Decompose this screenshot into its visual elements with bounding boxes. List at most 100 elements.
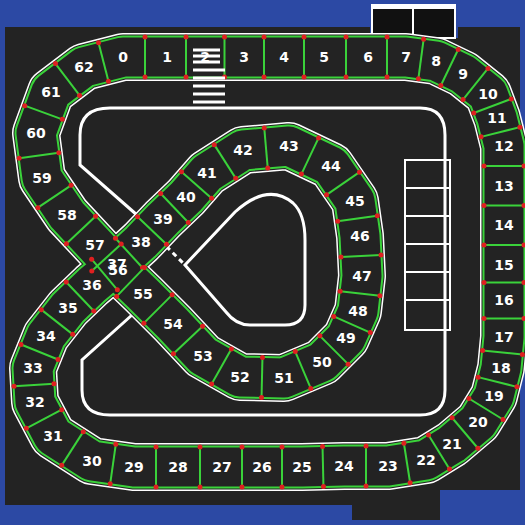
segment-number: 31 bbox=[43, 429, 62, 443]
segment-dot bbox=[212, 142, 217, 147]
segment-number: 46 bbox=[350, 229, 369, 243]
track-edge bbox=[33, 57, 504, 467]
segment-dot bbox=[401, 441, 406, 446]
segment-divider bbox=[481, 127, 520, 137]
segment-dot bbox=[302, 75, 307, 80]
segment-divider bbox=[365, 446, 367, 486]
segment-dot bbox=[262, 126, 267, 131]
segment-dot bbox=[22, 103, 27, 108]
segment-divider bbox=[340, 291, 380, 296]
segment-dot bbox=[240, 445, 245, 450]
start-grid bbox=[193, 50, 225, 102]
segment-dot bbox=[308, 386, 313, 391]
segment-dot bbox=[316, 135, 321, 140]
segment-divider bbox=[404, 443, 410, 483]
segment-dot bbox=[91, 308, 96, 313]
segment-divider bbox=[261, 358, 264, 398]
segment-number: 40 bbox=[176, 190, 195, 204]
segment-number: 43 bbox=[279, 139, 298, 153]
segment-dot bbox=[514, 384, 519, 389]
segment-divider bbox=[281, 447, 283, 487]
segment-divider bbox=[338, 216, 378, 222]
segment-dot bbox=[280, 445, 285, 450]
segment-dot bbox=[339, 254, 344, 259]
segment-dot bbox=[471, 111, 476, 116]
segment-dot bbox=[113, 442, 118, 447]
segment-number: 2 bbox=[200, 50, 210, 64]
segment-dot bbox=[158, 191, 163, 196]
segment-number: 32 bbox=[25, 395, 44, 409]
segment-dot bbox=[59, 407, 64, 412]
segment-dot bbox=[476, 375, 481, 380]
segment-number: 25 bbox=[292, 460, 311, 474]
segment-dot bbox=[164, 242, 169, 247]
segment-divider bbox=[155, 447, 157, 487]
segment-divider bbox=[345, 37, 347, 77]
segment-dot bbox=[408, 480, 413, 485]
segment-divider bbox=[264, 128, 267, 168]
segment-number: 13 bbox=[494, 179, 513, 193]
segment-divider bbox=[26, 410, 61, 429]
segment-number: 24 bbox=[334, 459, 353, 473]
segment-number: 60 bbox=[26, 126, 45, 140]
building-divider bbox=[412, 5, 414, 38]
segment-dot bbox=[262, 75, 267, 80]
segment-divider bbox=[418, 39, 423, 79]
segment-dot bbox=[461, 97, 466, 102]
segment-dot bbox=[198, 445, 203, 450]
segment-number: 10 bbox=[478, 87, 497, 101]
segment-dot bbox=[184, 35, 189, 40]
segment-dot bbox=[115, 287, 120, 292]
segment-number: 11 bbox=[487, 111, 506, 125]
segment-dot bbox=[480, 348, 485, 353]
segment-dot bbox=[56, 150, 61, 155]
segment-divider bbox=[484, 318, 524, 320]
segment-dot bbox=[302, 35, 307, 40]
segment-dot bbox=[522, 203, 525, 208]
segment-dot bbox=[56, 357, 61, 362]
segment-dot bbox=[475, 446, 480, 451]
segment-dot bbox=[479, 134, 484, 139]
segment-number: 8 bbox=[431, 54, 441, 68]
segment-number: 34 bbox=[36, 329, 55, 343]
segment-dot bbox=[170, 292, 175, 297]
segment-dot bbox=[108, 481, 113, 486]
segment-number: 22 bbox=[416, 453, 435, 467]
segment-dot bbox=[509, 96, 514, 101]
segment-dot bbox=[522, 164, 525, 169]
segment-dot bbox=[385, 35, 390, 40]
segment-dot bbox=[106, 79, 111, 84]
segment-divider bbox=[478, 377, 517, 387]
segment-dot bbox=[24, 426, 29, 431]
segment-number: 5 bbox=[319, 50, 329, 64]
segment-divider bbox=[199, 447, 201, 487]
segment-divider bbox=[322, 447, 325, 487]
segment-number: 57 bbox=[85, 238, 104, 252]
segment-dot bbox=[368, 330, 373, 335]
inner-infield-line bbox=[185, 194, 305, 325]
segment-number: 30 bbox=[82, 454, 101, 468]
segment-dot bbox=[280, 485, 285, 490]
segment-dot bbox=[179, 169, 184, 174]
segment-dot bbox=[89, 257, 94, 262]
segment-number: 50 bbox=[312, 355, 331, 369]
segment-dot bbox=[12, 384, 17, 389]
segment-number: 44 bbox=[321, 159, 340, 173]
segment-dot bbox=[260, 355, 265, 360]
segment-number: 53 bbox=[193, 349, 212, 363]
segment-dot bbox=[60, 117, 65, 122]
segment-divider bbox=[110, 444, 116, 484]
segment-dot bbox=[35, 205, 40, 210]
segment-dot bbox=[482, 280, 487, 285]
parking bbox=[405, 160, 450, 330]
segment-number: 54 bbox=[163, 317, 182, 331]
segment-divider bbox=[303, 37, 305, 77]
segment-number: 39 bbox=[153, 212, 172, 226]
segment-dot bbox=[96, 40, 101, 45]
segment-number: 38 bbox=[131, 235, 150, 249]
segment-divider bbox=[144, 37, 146, 77]
track-surface bbox=[33, 57, 504, 467]
segment-dot bbox=[426, 432, 431, 437]
segment-divider bbox=[484, 165, 524, 167]
segment-dot bbox=[39, 307, 44, 312]
